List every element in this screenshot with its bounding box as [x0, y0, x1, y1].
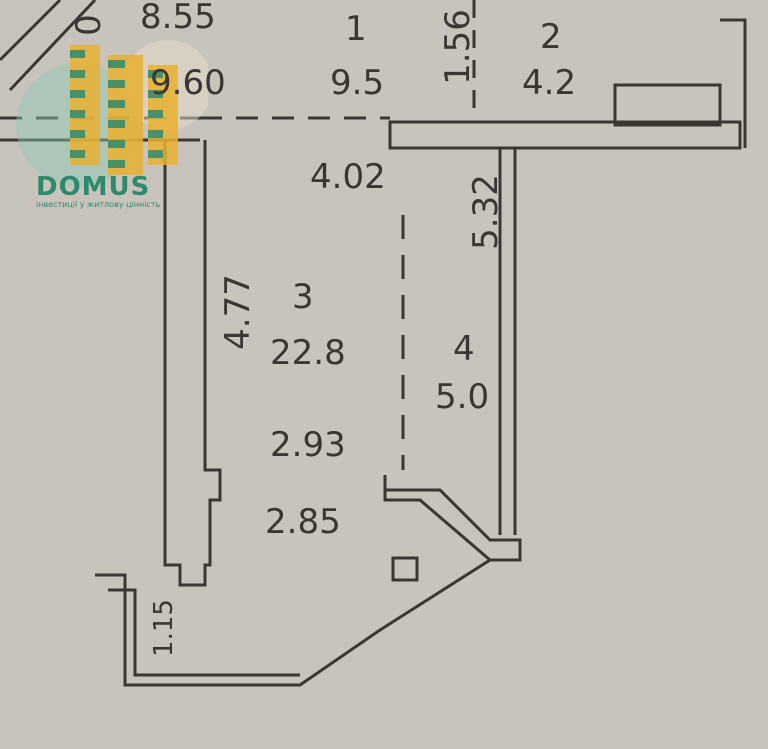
brand-name: DOMUS [36, 172, 151, 202]
room-number: 2 [540, 17, 562, 57]
dim-label: 9.60 [150, 63, 226, 103]
dim-label: 8.55 [140, 0, 216, 37]
domus-logo [8, 40, 208, 220]
room-number: 4 [453, 329, 475, 369]
dim-label: 4.77 [217, 274, 258, 350]
dim-label: 4.02 [310, 157, 386, 197]
room-area: 5.0 [435, 377, 490, 417]
dim-label: 5.32 [465, 174, 506, 250]
dim-label: 1.15 [148, 599, 179, 657]
brand-tagline: інвестиції у житлову цінність [36, 200, 161, 209]
room-area: 22.8 [270, 333, 346, 373]
room-area: 4.2 [522, 63, 577, 103]
dim-label: 1.56 [437, 9, 478, 85]
dim-label: 2.85 [265, 502, 341, 542]
dim-label: 2.93 [270, 425, 346, 465]
room-number: 1 [345, 9, 367, 49]
room-number: 3 [292, 277, 314, 317]
room-area: 9.5 [330, 63, 385, 103]
dim-label: 0 [68, 14, 109, 36]
